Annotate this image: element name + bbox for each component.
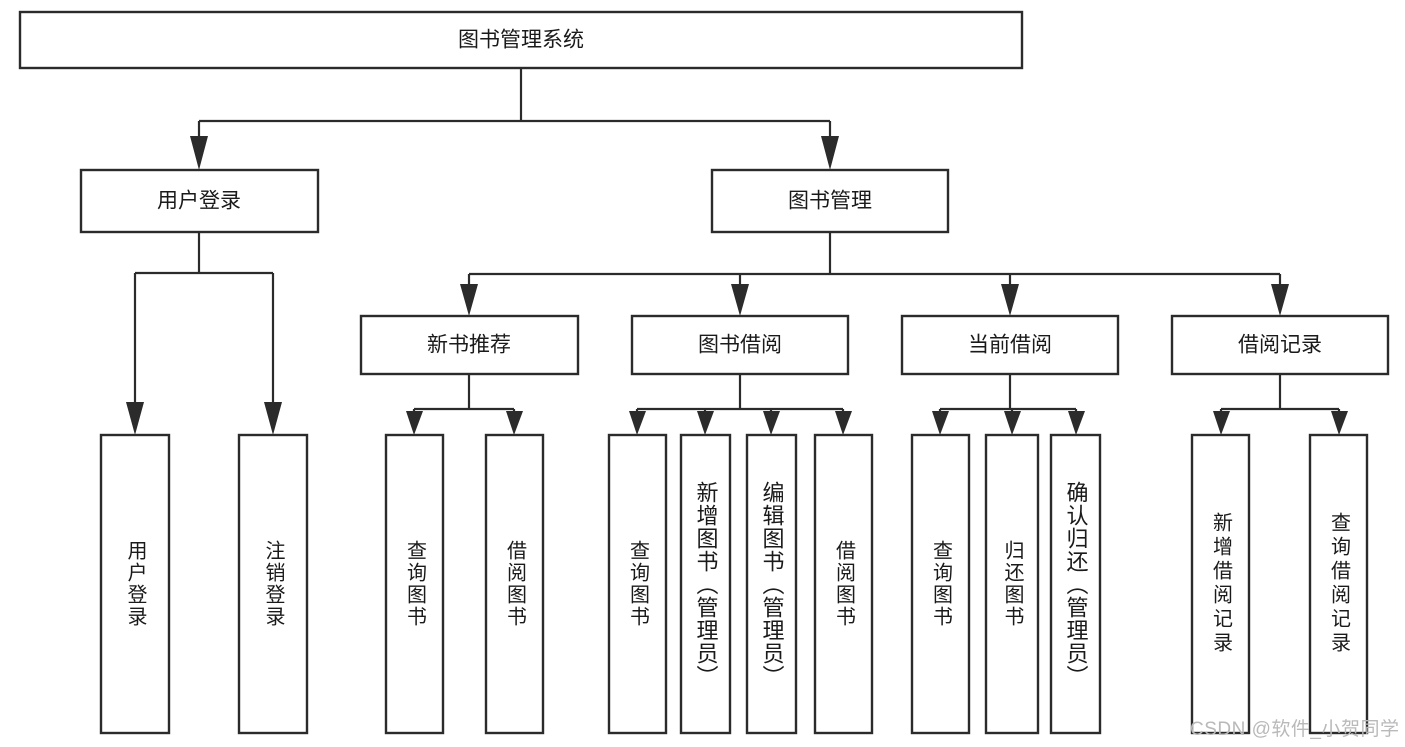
node-new-book-recommend[interactable]: 新书推荐: [359, 314, 580, 376]
leaf-add-book-admin-box[interactable]: [679, 433, 732, 735]
arrowhead-book-borrow: [731, 284, 749, 316]
node-book-manage[interactable]: 图书管理: [710, 168, 950, 234]
leaf-query-book-cb-box[interactable]: [910, 433, 971, 735]
node-book-borrow-label: 图书借阅: [698, 334, 782, 357]
leaf-query-book-nbr-box[interactable]: [384, 433, 445, 735]
node-user-login[interactable]: 用户登录: [79, 168, 320, 234]
leaf-return-book-box[interactable]: [984, 433, 1040, 735]
node-new-book-recommend-label: 新书推荐: [427, 334, 511, 357]
leaf-layer: [99, 433, 1369, 735]
node-borrow-record[interactable]: 借阅记录: [1170, 314, 1390, 376]
arrowhead-leaf-query-book-nbr: [406, 411, 423, 435]
node-root-box[interactable]: [18, 10, 1024, 70]
arrowhead-leaf-add-book-admin: [697, 411, 714, 435]
arrowhead-leaf-query-book-cb: [932, 411, 949, 435]
arrowhead-leaf-query-book-bb: [629, 411, 646, 435]
node-book-manage-label: 图书管理: [788, 190, 872, 213]
arrowhead-leaf-add-borrow-record: [1213, 411, 1230, 435]
csdn-watermark: CSDN @软件_小贺同学: [1190, 719, 1400, 740]
arrowhead-leaf-borrow-book-nbr: [506, 411, 523, 435]
arrowhead-book-manage: [821, 136, 839, 170]
node-user-login-label: 用户登录: [157, 190, 241, 213]
node-user-login-box[interactable]: [79, 168, 320, 234]
leaf-edit-book-admin-box[interactable]: [745, 433, 798, 735]
arrowhead-borrow-record: [1271, 284, 1289, 316]
node-new-book-recommend-box[interactable]: [359, 314, 580, 376]
node-root-label: 图书管理系统: [458, 29, 584, 52]
arrowhead-leaf-confirm-return-admin: [1068, 411, 1085, 435]
leaf-user-login-box[interactable]: [99, 433, 171, 735]
arrowhead-leaf-logout: [264, 402, 282, 435]
arrowhead-current-borrow: [1001, 284, 1019, 316]
arrowhead-leaf-return-book: [1004, 411, 1021, 435]
node-borrow-record-label: 借阅记录: [1238, 334, 1322, 357]
arrowhead-user-login: [190, 136, 208, 170]
arrowhead-new-book-recommend: [460, 284, 478, 316]
node-current-borrow-box[interactable]: [900, 314, 1120, 376]
node-current-borrow[interactable]: 当前借阅: [900, 314, 1120, 376]
node-root[interactable]: 图书管理系统: [18, 10, 1024, 70]
leaf-query-borrow-record-box[interactable]: [1308, 433, 1369, 735]
node-book-borrow[interactable]: 图书借阅: [630, 314, 850, 376]
leaf-borrow-book-nbr-box[interactable]: [484, 433, 545, 735]
arrowhead-leaf-user-login: [126, 402, 144, 435]
arrowhead-leaf-edit-book-admin: [763, 411, 780, 435]
leaf-query-book-bb-box[interactable]: [607, 433, 668, 735]
arrowhead-leaf-borrow-book-bb: [835, 411, 852, 435]
node-book-manage-box[interactable]: [710, 168, 950, 234]
leaf-add-borrow-record-box[interactable]: [1190, 433, 1251, 735]
leaf-borrow-book-bb-box[interactable]: [813, 433, 874, 735]
node-current-borrow-label: 当前借阅: [968, 334, 1052, 357]
connector-layer: [126, 68, 1348, 435]
node-book-borrow-box[interactable]: [630, 314, 850, 376]
arrowhead-leaf-query-borrow-record: [1331, 411, 1348, 435]
leaf-logout-box[interactable]: [237, 433, 309, 735]
node-borrow-record-box[interactable]: [1170, 314, 1390, 376]
leaf-confirm-return-admin-box[interactable]: [1049, 433, 1102, 735]
